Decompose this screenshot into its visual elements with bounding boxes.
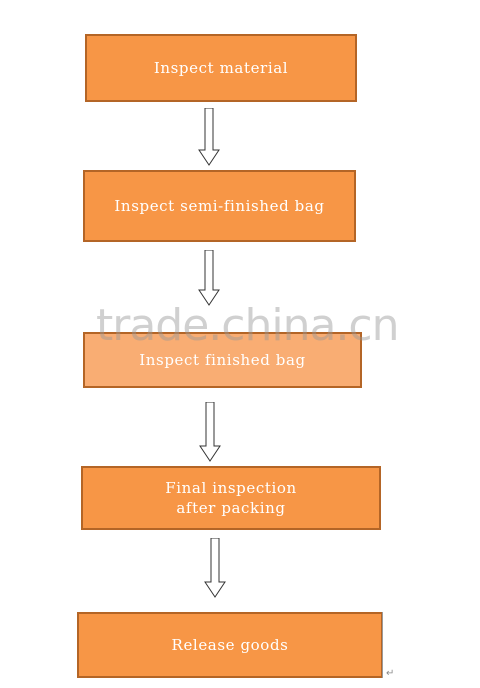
watermark: trade.china.cn [96,300,400,351]
down-arrow-icon [199,402,221,462]
step-label: Inspect semi-finished bag [114,197,325,215]
step-label: Inspect finished bag [139,351,306,369]
step-label: Final inspection after packing [165,479,297,517]
down-arrow-icon [198,108,220,166]
step-release-goods: Release goods [77,612,383,678]
down-arrow-icon [198,250,220,306]
step-label: Inspect material [153,59,289,77]
step-label: Release goods [171,636,289,654]
divider [382,612,383,678]
paragraph-mark-icon: ↵ [386,668,395,679]
step-final-inspection-after-packing: Final inspection after packing [81,466,381,530]
step-inspect-semi-finished-bag: Inspect semi-finished bag [83,170,356,242]
down-arrow-icon [204,538,226,598]
step-inspect-finished-bag: Inspect finished bag [83,332,362,388]
step-inspect-material: Inspect material [85,34,357,102]
